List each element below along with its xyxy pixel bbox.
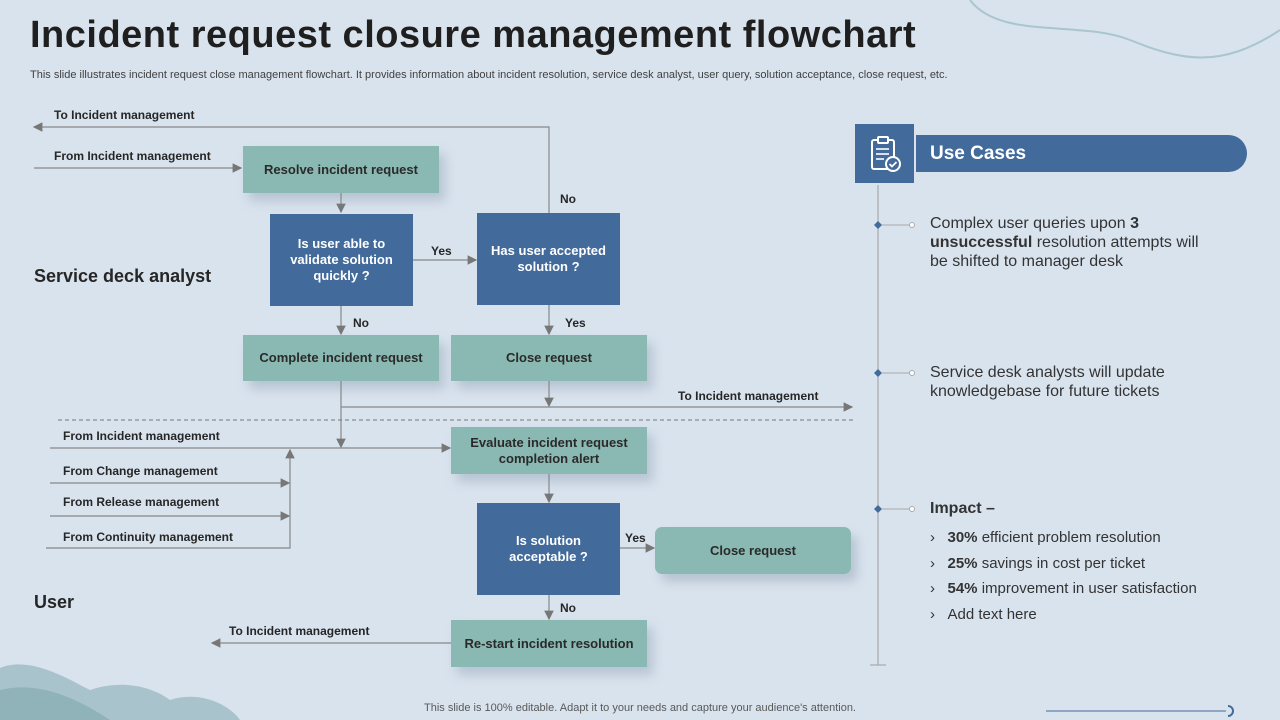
label-to-incident-bottom: To Incident management [229,624,370,638]
impact-item-3: › 54% improvement in user satisfaction [930,580,1197,597]
use-cases-heading: Use Cases [930,143,1027,164]
use-case-item-1: Complex user queries upon 3 unsuccessful… [930,215,1199,270]
label-to-incident-top: To Incident management [54,108,195,122]
lane-label-analyst: Service deck analyst [34,266,212,286]
label-yes-mid: Yes [431,244,452,258]
node-complete-incident-request[interactable]: Complete incident request [243,335,439,381]
node-evaluate-completion-alert[interactable]: Evaluate incident request completion ale… [451,427,647,474]
node-close-request-2[interactable]: Close request [655,527,851,574]
label-no-mid: No [353,316,369,330]
label-from-release: From Release management [63,495,220,509]
label-from-incident-low: From Incident management [63,429,220,443]
label-yes-low: Yes [625,531,646,545]
label-no-top: No [560,192,576,206]
label-from-continuity: From Continuity management [63,530,234,544]
label-from-change: From Change management [63,464,218,478]
clipboard-check-icon [853,122,916,185]
node-close-request-1[interactable]: Close request [451,335,647,381]
node-accepted-solution-decision[interactable]: Has user accepted solution ? [477,213,620,305]
decorative-wave-top [969,0,1280,59]
impact-item-1: › 30% efficient problem resolution [930,529,1161,546]
impact-item-4: › Add text here [930,606,1037,623]
node-resolve-incident-request[interactable]: Resolve incident request [243,146,439,193]
node-validate-solution-decision[interactable]: Is user able to validate solution quickl… [270,214,413,306]
label-yes-mid2: Yes [565,316,586,330]
footer-note: This slide is 100% editable. Adapt it to… [424,702,856,714]
use-case-item-2: Service desk analysts will update knowle… [930,364,1165,400]
label-from-incident-top: From Incident management [54,149,211,163]
impact-heading: Impact – [930,500,995,517]
page-subtitle: This slide illustrates incident request … [30,69,948,81]
page-title: Incident request closure management flow… [30,14,917,56]
decorative-blob-bottom [0,664,240,720]
use-cases-header-bar [900,135,1247,172]
impact-item-2: › 25% savings in cost per ticket [930,555,1146,572]
label-to-incident-mid: To Incident management [678,389,819,403]
label-no-low: No [560,601,576,615]
lane-label-user: User [34,592,75,612]
node-solution-acceptable-decision[interactable]: Is solution acceptable ? [477,503,620,595]
node-restart-incident-resolution[interactable]: Re-start incident resolution [451,620,647,667]
